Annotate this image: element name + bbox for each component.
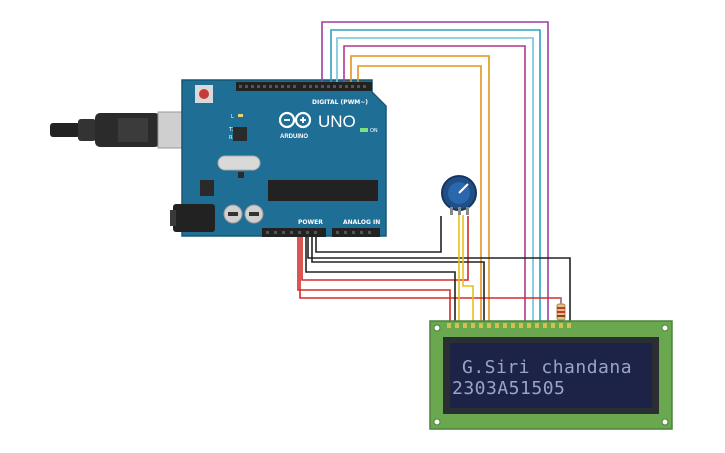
l-led-label: L [231, 114, 234, 120]
power-wires [297, 215, 571, 324]
analog-header [332, 228, 380, 237]
potentiometer [441, 175, 477, 215]
analog-label: ANALOG IN [343, 219, 380, 226]
brand-name: ARDUINO [280, 134, 308, 140]
lcd-line-2: 2303A51505 [452, 378, 565, 399]
lcd-line-1: G.Siri chandana [462, 357, 632, 378]
digital-wires [321, 21, 549, 324]
tx-label: TX [228, 127, 236, 133]
arduino-logo [278, 111, 312, 129]
crystal-oscillator [217, 155, 261, 171]
resistor [556, 298, 566, 324]
board-name: UNO [318, 112, 356, 131]
lcd-screen [450, 343, 652, 408]
power-jack [173, 204, 215, 232]
atmega-chip [268, 180, 378, 201]
rx-label: RX [229, 135, 236, 141]
lcd-module: G.Siri chandana 2303A51505 [429, 320, 673, 430]
power-label: POWER [298, 219, 323, 226]
arduino-uno-board: DIGITAL (PWM~) POWER ANALOG IN L TX RX O… [170, 79, 387, 237]
digital-label: DIGITAL (PWM~) [312, 99, 368, 106]
power-header [262, 228, 326, 237]
usb-chip [233, 127, 247, 141]
on-label: ON [370, 128, 378, 134]
voltage-regulator [200, 180, 214, 196]
usb-cable [50, 111, 201, 149]
